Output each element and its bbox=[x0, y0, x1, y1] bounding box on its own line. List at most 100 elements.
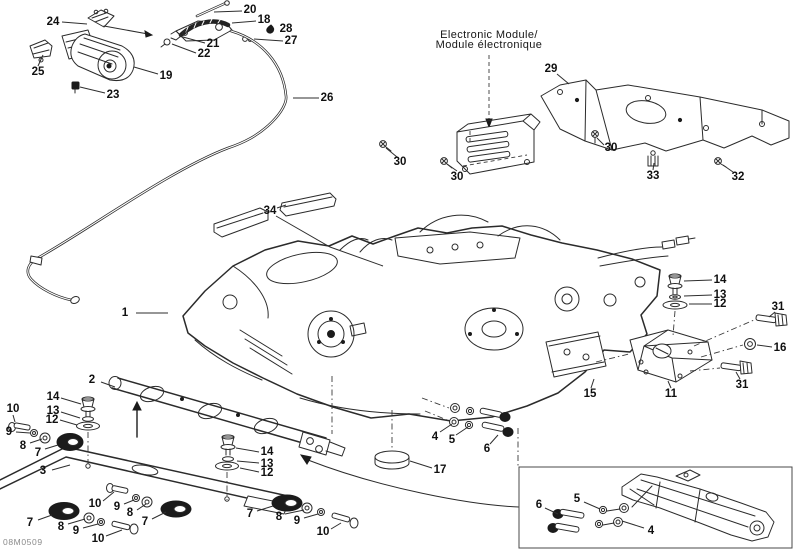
leader-line-16 bbox=[756, 344, 773, 348]
callout-10-50: 10 bbox=[317, 526, 330, 538]
leader-line-8 bbox=[29, 438, 43, 444]
callout-4-52: 4 bbox=[432, 431, 439, 443]
callout-4-57: 4 bbox=[648, 525, 655, 537]
callout-5-56: 5 bbox=[574, 493, 581, 505]
callout-12-46: 12 bbox=[261, 467, 274, 479]
callout-30-12: 30 bbox=[394, 156, 407, 168]
callout-11-25: 11 bbox=[665, 388, 678, 400]
rubber-mount-7 bbox=[160, 500, 192, 518]
leader-line-20 bbox=[213, 10, 243, 13]
callout-12-21: 12 bbox=[714, 298, 727, 310]
leader-line-7 bbox=[37, 514, 53, 521]
leader-line-8 bbox=[67, 518, 86, 525]
leader-line-10 bbox=[102, 491, 115, 502]
bolt-31 bbox=[755, 312, 788, 327]
leader-line-13 bbox=[683, 294, 713, 297]
callout-30-13: 30 bbox=[451, 171, 464, 183]
callout-17-51: 17 bbox=[434, 464, 447, 476]
callout-22-9: 22 bbox=[198, 48, 211, 60]
leader-line-31 bbox=[768, 311, 776, 318]
callout-27-7: 27 bbox=[285, 35, 298, 47]
rubber-mount-7 bbox=[271, 494, 303, 512]
module-title-line2: Module électronique bbox=[435, 39, 543, 51]
callout-8-48: 8 bbox=[276, 511, 283, 523]
callout-13-29: 13 bbox=[47, 405, 60, 417]
callout-33-15: 33 bbox=[647, 170, 660, 182]
leader-line-31 bbox=[735, 371, 741, 380]
callout-29-11: 29 bbox=[545, 63, 558, 75]
leader-line-15 bbox=[590, 378, 595, 389]
engine-bolts-4-5-6 bbox=[421, 397, 514, 437]
leader-line-6 bbox=[544, 507, 559, 515]
callout-31-24: 31 bbox=[736, 379, 749, 391]
leader-line-8 bbox=[284, 509, 305, 515]
callout-10-39: 10 bbox=[92, 533, 105, 545]
leader-line-17 bbox=[409, 460, 433, 469]
callout-31-22: 31 bbox=[772, 301, 785, 313]
callout-8-37: 8 bbox=[58, 521, 65, 533]
leader-line-7 bbox=[256, 505, 274, 512]
callout-1-18: 1 bbox=[122, 307, 129, 319]
callout-23-3: 23 bbox=[107, 89, 120, 101]
leader-line-30 bbox=[596, 137, 605, 146]
washer-16 bbox=[744, 338, 756, 350]
fastener-set-14-13-12 bbox=[76, 396, 100, 431]
leader-line-12 bbox=[239, 467, 260, 473]
leader-line-10 bbox=[105, 529, 123, 537]
rubber-mount-7 bbox=[56, 433, 84, 451]
leader-line-27 bbox=[253, 38, 284, 42]
screw-30 bbox=[591, 130, 599, 144]
leader-line-6 bbox=[489, 434, 499, 445]
inset-hardware-4-5-6 bbox=[547, 503, 629, 533]
module-title: Electronic Module/ Module électronique bbox=[399, 29, 579, 51]
callout-9-32: 9 bbox=[6, 426, 12, 438]
leader-line-9 bbox=[123, 499, 135, 505]
leader-line-22 bbox=[171, 43, 197, 54]
leader-line-4 bbox=[621, 520, 645, 529]
screw-30 bbox=[379, 140, 392, 152]
callout-16-23: 16 bbox=[774, 342, 787, 354]
leader-line-8 bbox=[136, 503, 147, 511]
module-title-line1: Electronic Module/ bbox=[440, 29, 538, 41]
callout-18-5: 18 bbox=[258, 14, 271, 26]
assembly-arrow-up bbox=[132, 400, 142, 438]
callout-20-4: 20 bbox=[244, 4, 257, 16]
leader-line-12 bbox=[59, 419, 78, 426]
leader-line-2 bbox=[100, 381, 116, 388]
leader-line-18 bbox=[231, 20, 257, 24]
leader-line-23 bbox=[79, 86, 106, 94]
callout-2-27: 2 bbox=[89, 374, 95, 386]
callout-7-36: 7 bbox=[27, 517, 33, 529]
diagram-part-code: 08M0509 bbox=[3, 537, 43, 547]
callout-13-20: 13 bbox=[714, 289, 727, 301]
callout-15-26: 15 bbox=[584, 388, 597, 400]
fastener-set-14-13-12 bbox=[215, 434, 239, 471]
leader-line-4 bbox=[439, 423, 453, 433]
leader-line-34 bbox=[275, 215, 384, 267]
callout-14-28: 14 bbox=[47, 391, 60, 403]
callout-7-47: 7 bbox=[247, 508, 253, 520]
leader-line-13 bbox=[236, 460, 260, 464]
callout-25-1: 25 bbox=[32, 66, 45, 78]
leader-line-9 bbox=[82, 523, 99, 529]
damper-disc-17 bbox=[374, 450, 410, 470]
callout-26-10: 26 bbox=[321, 92, 334, 104]
callout-8-42: 8 bbox=[127, 507, 134, 519]
throttle-lever-cable-drawing bbox=[26, 0, 288, 304]
starter-motor-drawing bbox=[29, 8, 154, 94]
leader-line-25 bbox=[37, 54, 44, 67]
inset-bracket-drawing bbox=[621, 469, 775, 542]
leader-line-5 bbox=[583, 501, 601, 510]
leader-line-7 bbox=[44, 444, 59, 450]
leader-lines-layer bbox=[12, 10, 776, 537]
leader-line-14 bbox=[683, 279, 713, 282]
leader-line-7 bbox=[151, 511, 167, 520]
leader-line-5 bbox=[455, 426, 469, 436]
callout-13-45: 13 bbox=[261, 458, 274, 470]
leader-line-19 bbox=[133, 66, 159, 75]
leader-line-10 bbox=[12, 414, 16, 423]
callout-10-40: 10 bbox=[89, 498, 102, 510]
callout-7-43: 7 bbox=[142, 516, 148, 528]
